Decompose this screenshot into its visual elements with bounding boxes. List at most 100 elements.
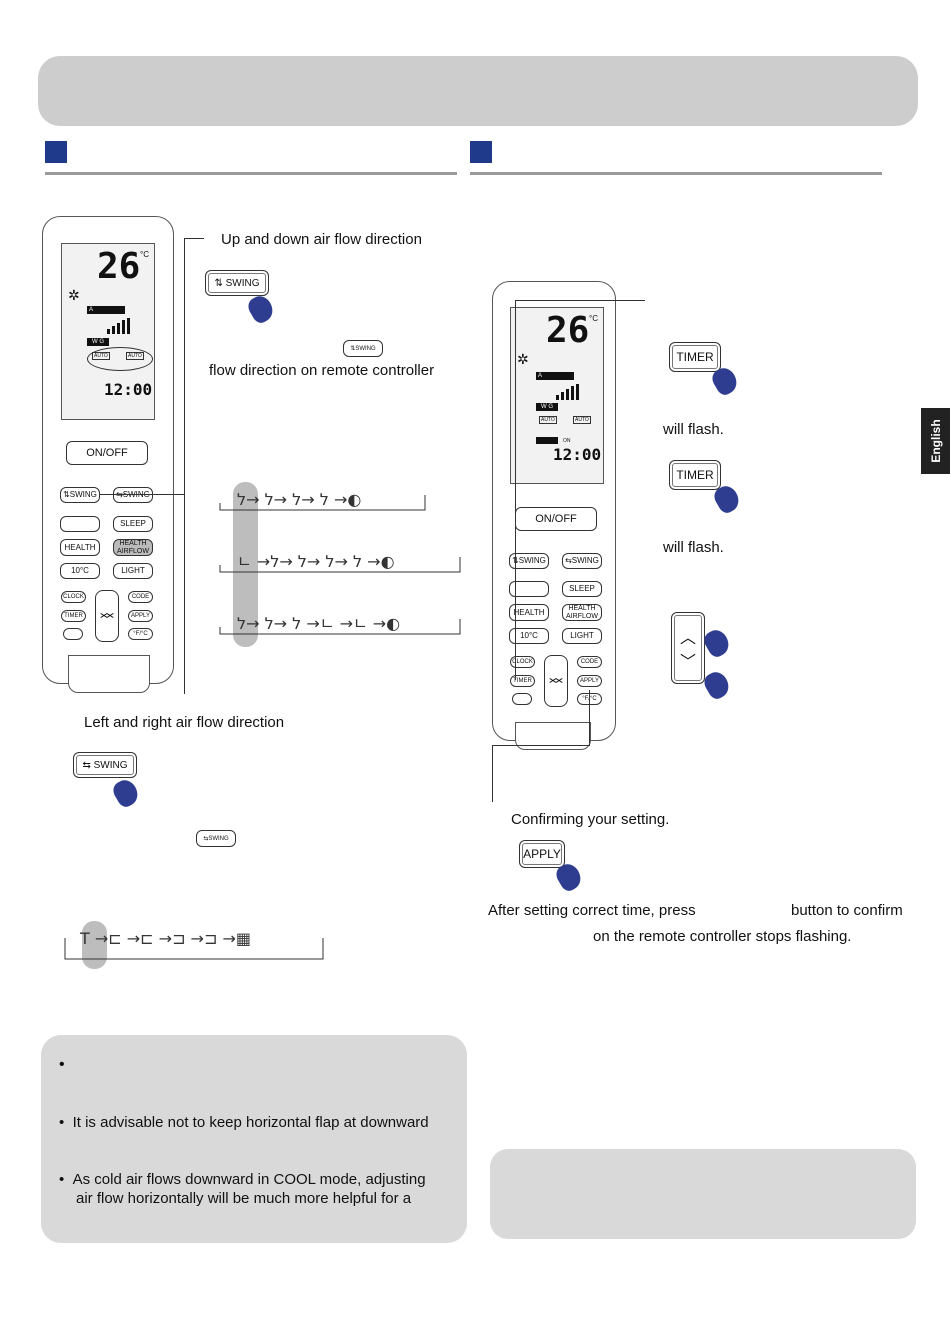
lcd-temperature: 26	[97, 246, 141, 287]
round-button[interactable]	[512, 693, 532, 705]
apply-button[interactable]: APPLY	[128, 610, 153, 622]
after-setting-text-c: on the remote controller stops flashing.	[593, 928, 852, 945]
lcd-clock: 12:00	[104, 380, 153, 399]
swing-inline-icon: ⇅ SWING	[343, 340, 383, 357]
lcd-on-indicator: ON	[563, 438, 571, 444]
chevron-up-icon[interactable]: ︿	[100, 604, 114, 620]
apply-button[interactable]: APPLY	[577, 675, 602, 687]
language-tab: English	[921, 408, 950, 474]
code-button[interactable]: CODE	[128, 591, 153, 603]
leader-line	[184, 494, 185, 694]
hand-pointer-icon	[700, 668, 734, 702]
updown-rocker[interactable]: ︿﹀	[544, 655, 568, 707]
section-marker-left	[45, 141, 67, 163]
lcd-auto-leftright: AUTO	[126, 352, 144, 360]
leader-line	[589, 690, 590, 746]
swing-updown-button[interactable]: ⇅ SWING	[60, 487, 100, 503]
leader-line	[515, 300, 645, 301]
ten-degree-button[interactable]: 10°C	[509, 628, 549, 644]
hand-pointer-icon	[244, 292, 278, 326]
initial-position-highlight-lr	[82, 921, 107, 969]
fan-icon: ✲	[517, 351, 529, 367]
lcd-temp-unit: °C	[589, 314, 598, 323]
swing-leftright-inline-icon: ⇆ SWING	[196, 830, 236, 847]
unit-button[interactable]: °F/°C	[128, 628, 153, 640]
leftright-sequence-diagram: T →⊏ →⊏ →⊐ →⊐ →▦	[64, 929, 324, 960]
updown-caption: Up and down air flow direction	[221, 231, 422, 248]
fan-icon: ✲	[68, 287, 80, 303]
updown-sequence-diagram: ל →ל →ל →ל →◐ ㄴ →ל →ל →ל →ל →◐ ל →ל →ל →…	[219, 490, 461, 635]
lcd-clock: 12:00	[553, 445, 602, 464]
header-banner	[38, 56, 918, 126]
sleep-button[interactable]: SLEEP	[562, 581, 602, 597]
chevron-up-icon: ︿	[679, 630, 696, 647]
leader-line	[153, 494, 185, 495]
lcd-swing-area	[87, 347, 153, 371]
leader-line	[492, 745, 493, 802]
apply-key: APPLY	[519, 840, 565, 868]
lcd-mode-indicator: A	[87, 306, 125, 314]
lcd-auto-updown: AUTO	[92, 352, 110, 360]
note-2-text: It is advisable not to keep horizontal f…	[72, 1114, 429, 1131]
lcd-temperature: 26	[546, 310, 590, 351]
swing-leftright-key: ⇆ SWING	[73, 752, 137, 778]
leader-line	[184, 238, 204, 239]
leader-line	[515, 300, 516, 680]
lcd-wg-indicator: W G	[87, 338, 109, 346]
timer-button[interactable]: TIMER	[61, 610, 86, 622]
health-airflow-button[interactable]: HEALTH AIRFLOW	[113, 539, 153, 556]
clock-button[interactable]: CLOCK	[510, 656, 535, 668]
blank-button[interactable]	[60, 516, 100, 532]
flow-direction-caption: flow direction on remote controller	[209, 362, 435, 379]
bullet-1: •	[59, 1056, 65, 1073]
leftright-caption: Left and right air flow direction	[84, 714, 285, 731]
code-button[interactable]: CODE	[577, 656, 602, 668]
leader-line	[184, 238, 185, 494]
after-setting-text-a: After setting correct time, press	[488, 902, 696, 919]
lcd-wg-indicator: W G	[536, 403, 558, 411]
lcd-temp-unit: °C	[140, 250, 149, 259]
bullet-3: • As cold air flows downward in COOL mod…	[59, 1171, 426, 1188]
swing-leftright-button[interactable]: ⇆ SWING	[562, 553, 602, 569]
after-setting-text-b: button to confirm	[791, 902, 903, 919]
confirm-caption: Confirming your setting.	[511, 811, 670, 828]
health-airflow-button[interactable]: HEALTH AIRFLOW	[562, 604, 602, 621]
lcd-timer-bar	[536, 437, 558, 444]
section-rule-right	[470, 172, 882, 175]
chevron-up-icon[interactable]: ︿	[549, 669, 563, 685]
health-button[interactable]: HEALTH	[509, 604, 549, 621]
light-button[interactable]: LIGHT	[562, 628, 602, 644]
updown-rocker[interactable]: ︿﹀	[95, 590, 119, 642]
blank-button[interactable]	[509, 581, 549, 597]
lcd-auto-updown: AUTO	[539, 416, 557, 424]
bullet-2: • It is advisable not to keep horizontal…	[59, 1114, 429, 1131]
svg-text:ל →ל →ל →ל →◐: ל →ל →ל →ל →◐	[237, 490, 361, 509]
timer-key-2: TIMER	[669, 460, 721, 490]
onoff-button[interactable]: ON/OFF	[515, 507, 597, 531]
note-3-text-l2: air flow horizontally will be much more …	[76, 1190, 412, 1207]
round-button[interactable]	[63, 628, 83, 640]
leader-line	[492, 745, 590, 746]
timer-key-1: TIMER	[669, 342, 721, 372]
chevron-down-icon[interactable]: ﹀	[549, 677, 563, 693]
clock-button[interactable]: CLOCK	[61, 591, 86, 603]
remote-lcd-left: 26 °C ✲ A W G AUTO AUTO 12:00	[61, 243, 155, 420]
lcd-mode-indicator: A	[536, 372, 574, 380]
ten-degree-button[interactable]: 10°C	[60, 563, 100, 579]
timer-button[interactable]: TIMER	[510, 675, 535, 687]
sleep-button[interactable]: SLEEP	[113, 516, 153, 532]
notes-box	[41, 1035, 467, 1243]
will-flash-2: will flash.	[663, 539, 724, 556]
notes-box-right	[490, 1149, 916, 1239]
onoff-button[interactable]: ON/OFF	[66, 441, 148, 465]
swing-leftright-button[interactable]: ⇆ SWING	[113, 487, 153, 503]
note-3-text-l1: As cold air flows downward in COOL mode,…	[72, 1171, 426, 1188]
remote-base-left	[68, 655, 150, 693]
hand-pointer-icon	[700, 626, 734, 660]
health-button[interactable]: HEALTH	[60, 539, 100, 556]
remote-lcd-right: 26 °C ✲ A W G AUTO AUTO ON 12:00	[510, 307, 604, 484]
fan-speed-bars	[107, 318, 133, 339]
svg-text:T →⊏ →⊏ →⊐ →⊐ →▦: T →⊏ →⊏ →⊐ →⊐ →▦	[79, 929, 251, 948]
chevron-down-icon[interactable]: ﹀	[100, 612, 114, 628]
light-button[interactable]: LIGHT	[113, 563, 153, 579]
